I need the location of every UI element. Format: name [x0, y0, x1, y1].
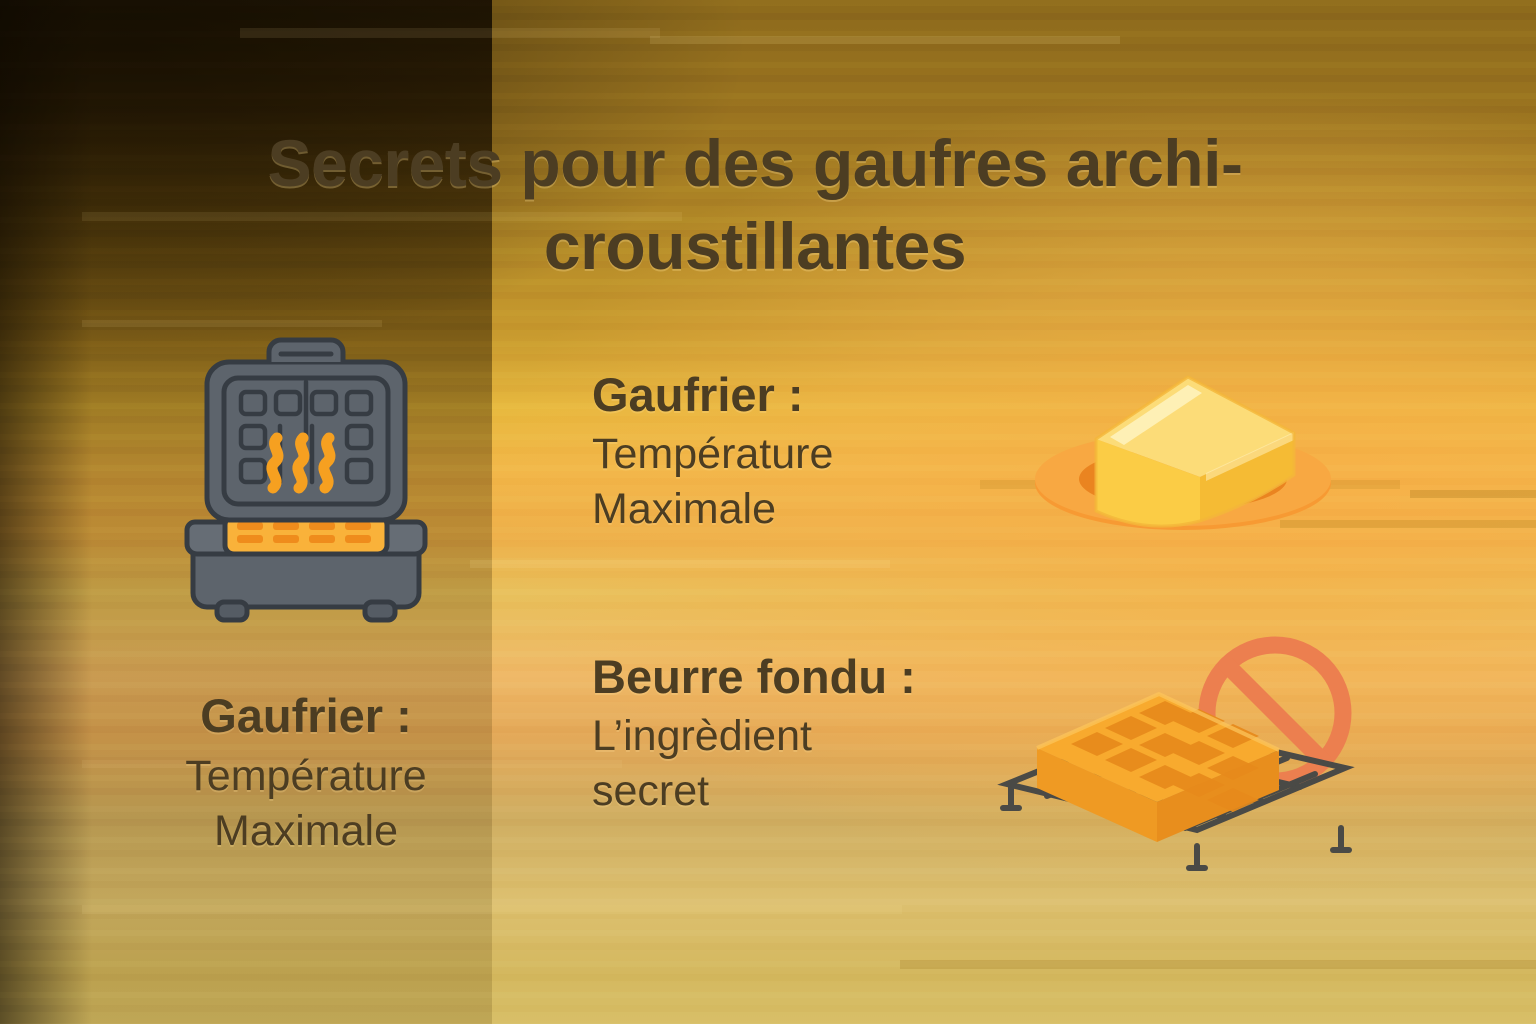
left-caption-block: Gaufrier : Température Maximale	[96, 688, 516, 860]
tip-row-butter: Gaufrier : Température Maximale	[592, 368, 1022, 538]
tip-row-waffle: Beurre fondu : L’ingrèdient secret	[592, 650, 1022, 820]
waffle-on-cooling-rack-no-sign-icon	[985, 628, 1365, 888]
tip-heading: Gaufrier :	[592, 368, 804, 421]
waffle-iron-icon	[181, 330, 431, 630]
tip-body-line2: secret	[592, 767, 710, 816]
left-caption-heading: Gaufrier :	[200, 689, 412, 742]
left-caption-line2: Maximale	[214, 807, 398, 856]
tip-body-line1: L’ingrèdient	[592, 711, 812, 760]
tip-text-block: Gaufrier : Température Maximale	[592, 368, 1022, 538]
tip-body-line2: Maximale	[592, 485, 776, 534]
tip-body-line1: Température	[592, 429, 834, 478]
left-feature-column: Gaufrier : Température Maximale	[96, 330, 516, 860]
tip-heading: Beurre fondu :	[592, 650, 916, 703]
page-title: Secrets pour des gaufres archi-croustill…	[267, 126, 1243, 284]
butter-on-plate-icon	[1018, 355, 1348, 540]
left-caption-line1: Température	[185, 752, 427, 801]
tip-text-block: Beurre fondu : L’ingrèdient secret	[592, 650, 1022, 820]
